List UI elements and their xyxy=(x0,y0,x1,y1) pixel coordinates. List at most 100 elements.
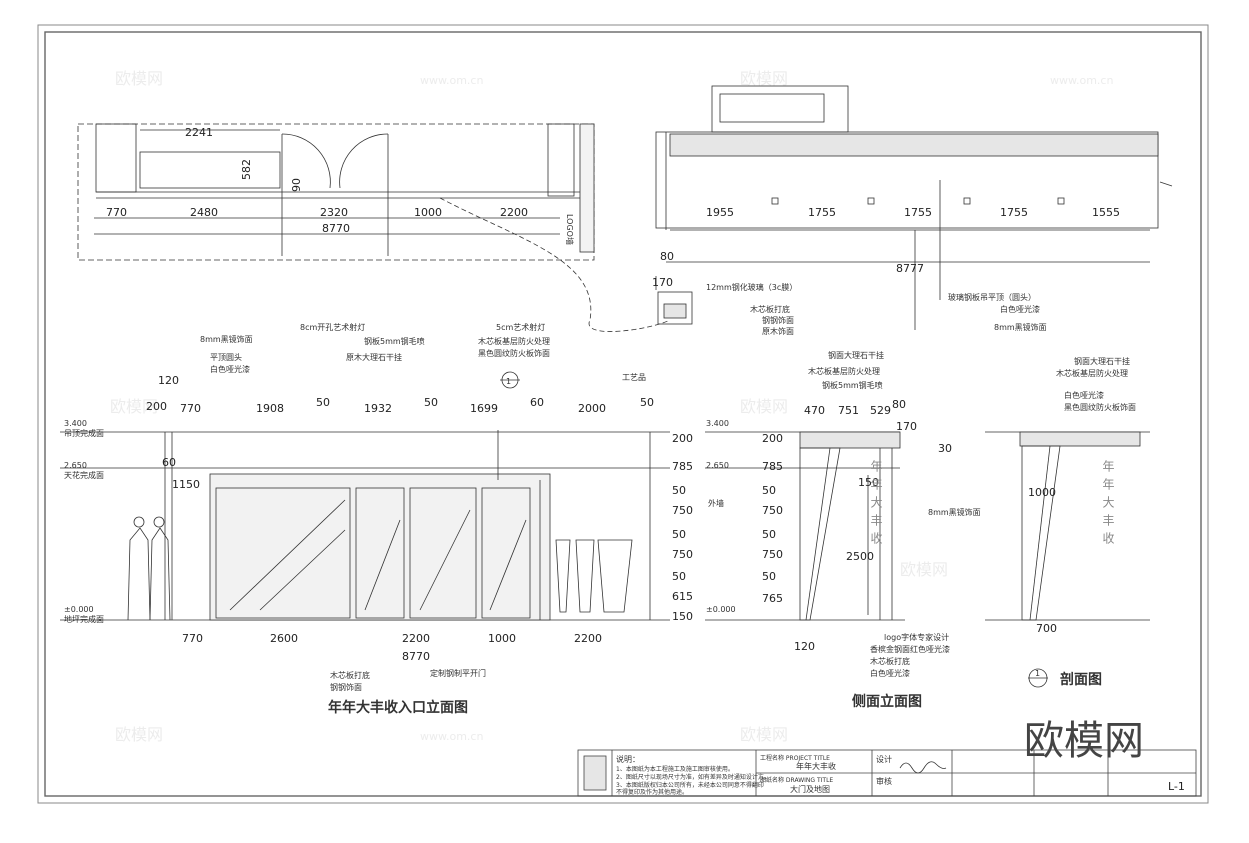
note-label: 木芯板基层防火处理 xyxy=(808,366,880,376)
dim-label: 2200 xyxy=(402,632,430,645)
dim-label: 1699 xyxy=(470,402,498,415)
title-block-text: 说明： 1、本图纸为本工程施工及施工图审核使用。 2、图纸尺寸以现场尺寸为准，如… xyxy=(616,754,1185,796)
ceiling-section xyxy=(655,85,1173,330)
watermark-brand: 欧模网 xyxy=(110,397,158,416)
notes-line: 不得复印及作为其他用途。 xyxy=(616,788,688,796)
section-view xyxy=(985,431,1150,688)
dim-label: 750 xyxy=(762,548,783,561)
watermark-url: www.om.cn xyxy=(420,74,483,87)
watermark-url: www.om.cn xyxy=(420,730,483,743)
watermark-url: www.om.cn xyxy=(1050,74,1113,87)
dim-label: 785 xyxy=(762,460,783,473)
plan-dims: 2241 582 90 770 2480 2320 1000 2200 8770… xyxy=(106,126,575,245)
note-label: 黑色圆纹防火板饰面 xyxy=(1064,402,1136,412)
drawing-label: 图纸名称 DRAWING TITLE xyxy=(760,776,833,784)
note-label: 8mm黑镜饰面 xyxy=(928,507,981,517)
sheet-number: L-1 xyxy=(1168,780,1185,793)
level-label: 吊顶完成面 xyxy=(64,428,104,438)
dim-label: 770 xyxy=(182,632,203,645)
dim-label: 1908 xyxy=(256,402,284,415)
dim-label: 50 xyxy=(672,484,686,497)
design-label: 设计 xyxy=(876,754,892,764)
note-label: 12mm钢化玻璃（3c膜） xyxy=(706,282,797,292)
dim-label: 2500 xyxy=(846,550,874,563)
dim-label: 60 xyxy=(162,456,176,469)
check-label: 审核 xyxy=(876,776,892,786)
section-title: 剖面图 xyxy=(1060,671,1102,688)
dim-label: 750 xyxy=(672,548,693,561)
axis-label: 1 xyxy=(1035,669,1040,678)
note-label: 8mm黑镜饰面 xyxy=(994,322,1047,332)
dim-label: 2200 xyxy=(500,206,528,219)
section-labels: 1000 700 钢面大理石干挂 木芯板基层防火处理 白色哑光漆 黑色圆纹防火板… xyxy=(1028,356,1136,688)
note-label: 平顶圆头 xyxy=(210,352,242,362)
note-label: 白色哑光漆 xyxy=(870,668,910,678)
drawing-name: 大门及地图 xyxy=(790,784,830,794)
side-elev-dims: 470 751 529 80 170 200 785 50 750 50 750… xyxy=(706,350,981,710)
dim-label: 120 xyxy=(794,640,815,653)
note-label: 木芯板基层防火处理 xyxy=(478,336,550,346)
notes-line: 1、本图纸为本工程施工及施工图审核使用。 xyxy=(616,765,734,773)
level-label: 2.650 xyxy=(64,461,87,470)
dim-label: 150 xyxy=(672,610,693,623)
dim-label: 80 xyxy=(892,398,906,411)
project-label: 工程名称 PROJECT TITLE xyxy=(760,754,830,762)
note-label: 原木饰面 xyxy=(762,326,794,336)
level-label: 天花完成面 xyxy=(64,470,104,480)
note-label: 定制钢制平开门 xyxy=(430,668,486,678)
notes-title: 说明： xyxy=(616,754,640,764)
dim-label: 1000 xyxy=(488,632,516,645)
level-label: 2.650 xyxy=(706,461,729,470)
dim-label: 1000 xyxy=(1028,486,1056,499)
notes-line: 3、本图纸版权归本公司所有，未经本公司同意不得翻印 xyxy=(616,781,764,789)
note-label: 钢面大理石干挂 xyxy=(828,350,884,360)
note-label: 5cm艺术射灯 xyxy=(496,322,545,332)
dim-label: 200 xyxy=(146,400,167,413)
dim-label: 170 xyxy=(896,420,917,433)
vertical-sign-text: 年年大丰收 xyxy=(1101,460,1115,550)
dim-label: 50 xyxy=(316,396,330,409)
level-label: 3.400 xyxy=(706,419,729,428)
note-label: 工艺品 xyxy=(622,373,646,382)
dim-label: 2480 xyxy=(190,206,218,219)
dim-label: 50 xyxy=(424,396,438,409)
dim-label: 90 xyxy=(290,178,303,192)
level-label: ±0.000 xyxy=(706,605,736,614)
dim-label: 50 xyxy=(762,484,776,497)
dim-label: 50 xyxy=(640,396,654,409)
vertical-sign-text: 年年大丰收 xyxy=(869,460,883,550)
dim-label: 1555 xyxy=(1092,206,1120,219)
dim-label: 50 xyxy=(672,528,686,541)
dim-label: 582 xyxy=(240,159,253,180)
note-label: 白色哑光漆 xyxy=(1000,304,1040,314)
dim-label: 80 xyxy=(660,250,674,263)
dim-label: 2200 xyxy=(574,632,602,645)
dim-label: 750 xyxy=(672,504,693,517)
note-label: 香槟金钢面红色哑光漆 xyxy=(870,644,950,654)
note-label: 钢钢饰面 xyxy=(330,682,362,692)
axis-label: 1 xyxy=(506,377,511,386)
note-label: 外墙 xyxy=(708,498,724,508)
dim-label: 615 xyxy=(672,590,693,603)
side-elevation xyxy=(705,431,905,621)
watermark-brand: 欧模网 xyxy=(740,397,788,416)
watermark-brand: 欧模网 xyxy=(740,725,788,744)
note-label: 木芯板基层防火处理 xyxy=(1056,368,1128,378)
dim-label: 1755 xyxy=(808,206,836,219)
plan-view xyxy=(77,123,671,332)
dim-label: 1755 xyxy=(1000,206,1028,219)
note-label: 白色哑光漆 xyxy=(1064,390,1104,400)
note-label: 木芯板打底 xyxy=(750,304,790,314)
dim-label: LOGO墙 xyxy=(565,214,575,245)
dim-label: 2241 xyxy=(185,126,213,139)
watermark-big: 欧模网 xyxy=(1024,718,1144,764)
dim-label: 50 xyxy=(672,570,686,583)
dim-label: 2320 xyxy=(320,206,348,219)
dim-label: 770 xyxy=(180,402,201,415)
front-elev-dims: 200 770 1908 50 1932 50 1699 60 2000 50 … xyxy=(64,322,693,716)
watermark-brand: 欧模网 xyxy=(900,560,948,579)
project-name: 年年大丰收 xyxy=(796,761,836,771)
dim-label: 170 xyxy=(652,276,673,289)
level-label: ±0.000 xyxy=(64,605,94,614)
